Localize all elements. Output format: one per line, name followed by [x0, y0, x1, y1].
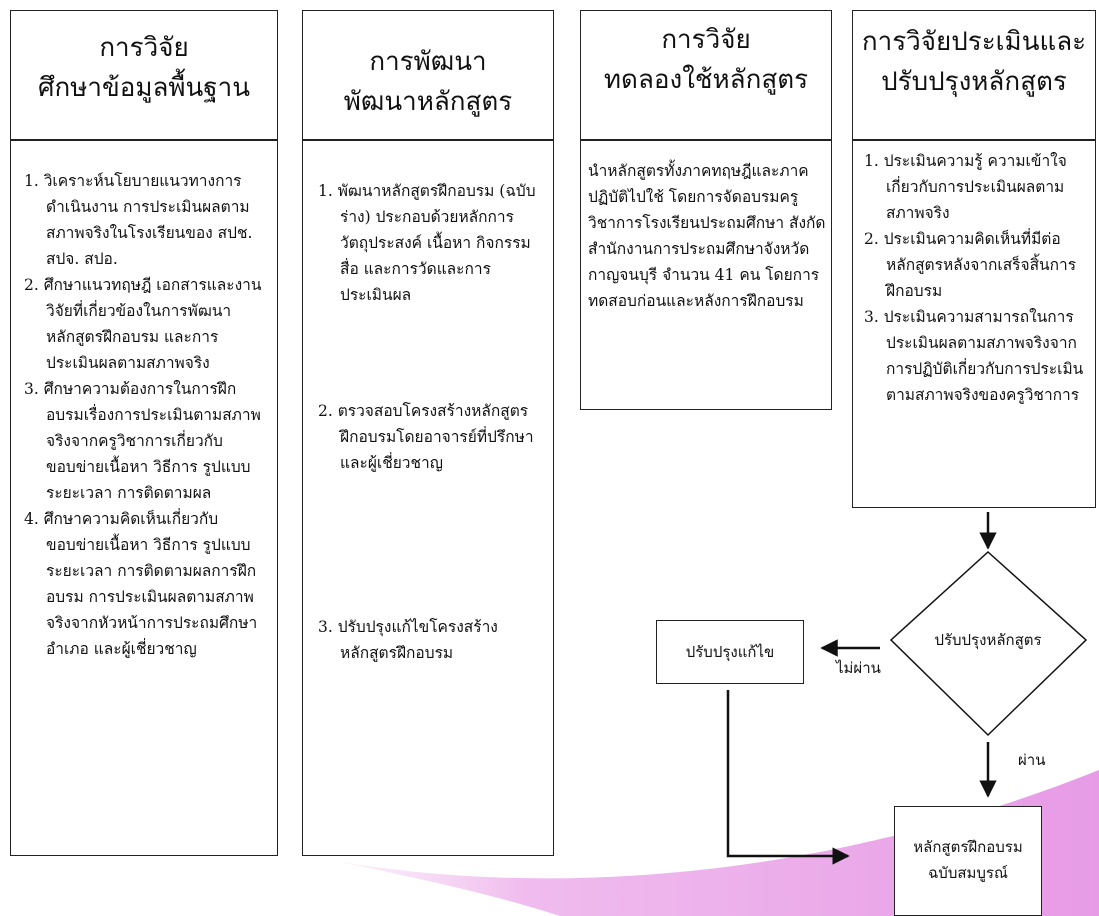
column-3-title-line2: ทดลองใช้หลักสูตร: [603, 65, 809, 95]
column-2-item-2: 2. ตรวจสอบโครงสร้างหลักสูตรฝึกอบรมโดยอาจ…: [318, 402, 534, 472]
column-1-item: 3. ศึกษาความต้องการในการฝึกอบรมเรื่องการ…: [24, 380, 261, 502]
decision-label: ปรับปรุงหลักสูตร: [934, 631, 1042, 649]
revise-box: [656, 620, 804, 684]
column-1-title-line1: การวิจัย: [99, 33, 189, 63]
column-2-header: [302, 10, 554, 140]
revise-return-line: [726, 690, 850, 865]
column-1-item: 2. ศึกษาแนวทฤษฎี เอกสารและงานวิจัยที่เกี…: [24, 276, 262, 372]
column-1-title-line2: ศึกษาข้อมูลพื้นฐาน: [37, 73, 251, 103]
column-2-body: [302, 140, 554, 856]
decision-diamond: [889, 550, 1088, 737]
column-4-title-line1: การวิจัยประเมินและ: [861, 27, 1087, 57]
column-4-list: 1. ประเมินความรู้ ความเข้าใจเกี่ยวกับการ…: [864, 148, 1090, 408]
column-3-title-line1: การวิจัย: [661, 25, 751, 55]
final-label: หลักสูตรฝึกอบรม ฉบับสมบูรณ์: [894, 834, 1042, 886]
column-3-title: การวิจัย ทดลองใช้หลักสูตร: [580, 20, 832, 100]
pass-label: ผ่าน: [1018, 751, 1046, 769]
column-1-item: 4. ศึกษาความคิดเห็นเกี่ยวกับขอบข่ายเนื้อ…: [24, 510, 258, 658]
column-3-body: [580, 140, 832, 410]
column-4-item: 1. ประเมินความรู้ ความเข้าใจเกี่ยวกับการ…: [864, 152, 1067, 222]
column-4-item: 3. ประเมินความสามารถในการประเมินผลตามสภา…: [864, 308, 1084, 404]
column-2-title: การพัฒนา พัฒนาหลักสูตร: [302, 42, 554, 122]
column-1-header: [10, 10, 278, 140]
column-2-item-1: 1. พัฒนาหลักสูตรฝึกอบรม (ฉบับร่าง) ประกอ…: [318, 182, 536, 304]
column-4-title: การวิจัยประเมินและ ปรับปรุงหลักสูตร: [852, 22, 1096, 102]
column-1-title: การวิจัย ศึกษาข้อมูลพื้นฐาน: [10, 28, 278, 108]
column-3-header: [580, 10, 832, 140]
revise-label: ปรับปรุงแก้ไข: [685, 643, 775, 661]
column-2-title-line2: พัฒนาหลักสูตร: [343, 87, 513, 117]
column-1-item: 1. วิเคราะห์นโยบายแนวทางการดำเนินงาน การ…: [24, 172, 253, 268]
column-2-item-3: 3. ปรับปรุงแก้ไขโครงสร้างหลักสูตรฝึกอบรม: [318, 618, 498, 662]
column-1-body: [10, 140, 278, 856]
column-4-item: 2. ประเมินความคิดเห็นที่มีต่อหลักสูตรหลั…: [864, 230, 1077, 300]
column-4-title-line2: ปรับปรุงหลักสูตร: [881, 67, 1067, 97]
fail-label: ไม่ผ่าน: [836, 659, 881, 677]
column-4-body: [852, 140, 1096, 508]
column-2-title-line1: การพัฒนา: [369, 47, 487, 77]
final-label-line1: หลักสูตรฝึกอบรม: [913, 838, 1023, 856]
column-4-header: [852, 10, 1096, 140]
final-label-line2: ฉบับสมบูรณ์: [928, 864, 1008, 882]
column-3-text: นำหลักสูตรทั้งภาคทฤษฎีและภาคปฏิบัติไปใช้…: [588, 162, 826, 310]
column-1-list: 1. วิเคราะห์นโยบายแนวทางการดำเนินงาน การ…: [24, 168, 264, 662]
final-box: [894, 806, 1042, 916]
